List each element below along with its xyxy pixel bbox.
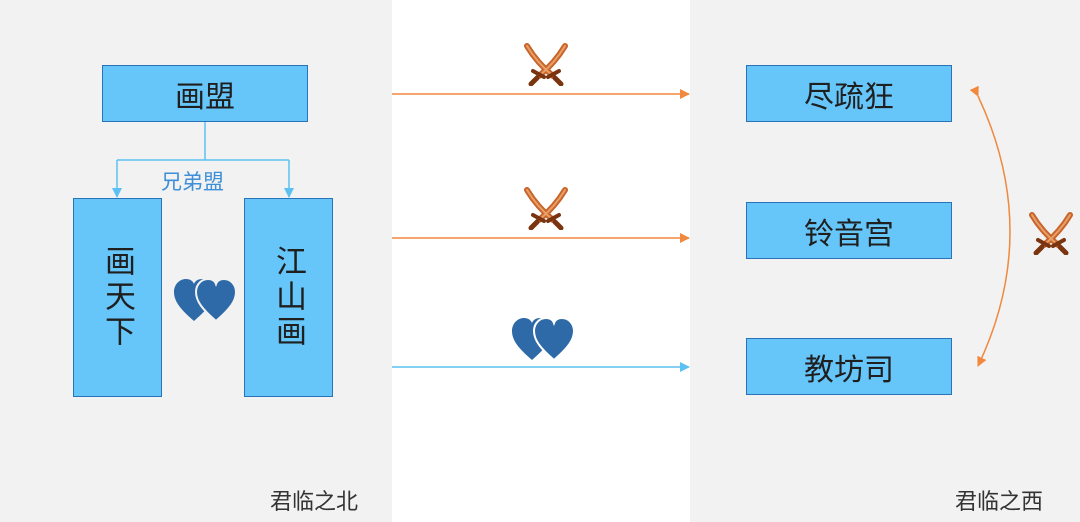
region-label-west: 君临之西 [955, 490, 1044, 515]
alliance-box: 画盟 [102, 65, 308, 122]
hearts-icon [512, 318, 576, 362]
member-name-1: 画天下 [99, 245, 135, 350]
faction-box-3: 教坊司 [746, 338, 952, 395]
faction-name-2: 铃音宫 [804, 216, 894, 252]
alliance-split-connector [112, 121, 294, 198]
faction-box-1: 尽疏狂 [746, 65, 952, 122]
member-box-2: 江山画 [244, 198, 333, 397]
crossed-swords-icon [1029, 212, 1073, 255]
hostile-curve-arrow [969, 85, 1011, 367]
faction-name-3: 教坊司 [804, 352, 894, 388]
crossed-swords-icon [524, 43, 568, 86]
faction-name-1: 尽疏狂 [804, 79, 894, 115]
alliance-name: 画盟 [175, 79, 235, 115]
member-box-1: 画天下 [73, 198, 162, 397]
region-label-north: 君临之北 [270, 490, 359, 515]
hearts-icon [174, 279, 238, 323]
member-name-2: 江山画 [270, 245, 306, 350]
faction-box-2: 铃音宫 [746, 202, 952, 259]
brother-alliance-label: 兄弟盟 [161, 170, 224, 194]
crossed-swords-icon [524, 187, 568, 230]
